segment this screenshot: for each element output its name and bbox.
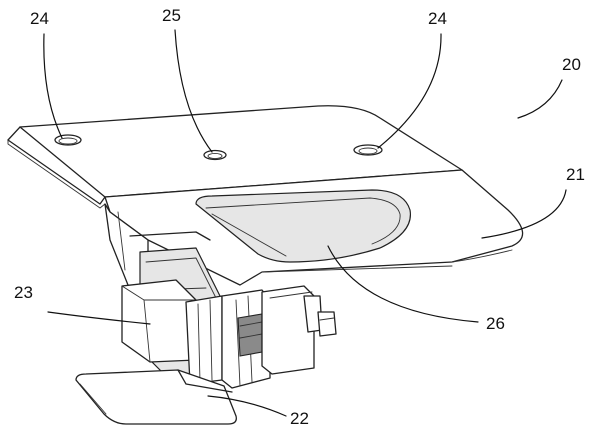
top-plate (7, 105, 463, 209)
leader-left-hole (43, 33, 63, 139)
right-hole-24 (353, 144, 383, 156)
label-slot: 26 (486, 314, 505, 333)
leader-slot (327, 245, 479, 323)
label-right-hole: 24 (428, 9, 447, 28)
foot-22 (75, 369, 237, 425)
label-center-hole: 25 (162, 6, 181, 25)
label-foot: 22 (290, 409, 309, 428)
leader-switch (47, 311, 151, 325)
left-hole-24 (54, 134, 82, 146)
label-left-hole: 24 (30, 9, 49, 28)
label-bracket: 20 (562, 55, 581, 74)
switch-23 (121, 247, 223, 386)
leader-lines (43, 29, 567, 417)
leader-bracket (517, 79, 563, 119)
label-plate: 21 (566, 165, 585, 184)
leader-right-hole (377, 33, 442, 149)
label-switch: 23 (14, 283, 33, 302)
terminal-block (261, 285, 337, 375)
center-hole-25 (203, 149, 227, 161)
leader-center-hole (174, 29, 213, 153)
leader-plate (481, 189, 567, 239)
leader-foot (207, 395, 287, 417)
slot-26 (195, 189, 412, 263)
